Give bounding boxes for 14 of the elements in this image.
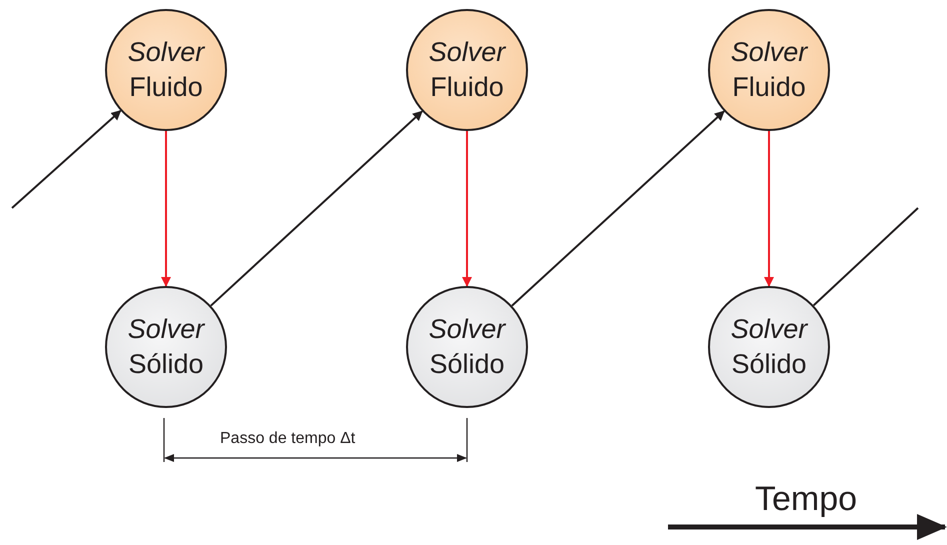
- node-label: Solver Fluido: [730, 36, 810, 104]
- arrow: [11, 110, 122, 209]
- node-label: Solver Fluido: [126, 36, 206, 104]
- dimension-label: Passo de tempo Δt: [220, 430, 356, 448]
- node-label: Solver Fluido: [428, 36, 508, 104]
- arrow: [161, 131, 171, 287]
- node-label: Solver Sólido: [730, 313, 810, 381]
- node-label: Solver Sólido: [428, 313, 508, 381]
- axis-label: Tempo: [755, 480, 858, 519]
- arrow: [210, 110, 423, 306]
- node-label: Solver Sólido: [126, 313, 206, 381]
- arrow: [764, 131, 774, 287]
- arrow: [462, 131, 472, 287]
- arrow: [511, 110, 725, 306]
